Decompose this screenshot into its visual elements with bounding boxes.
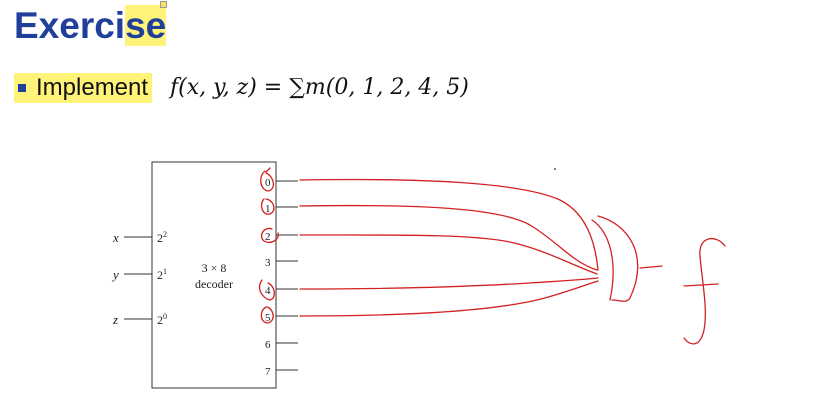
output-pin-6: 6 <box>265 339 271 351</box>
output-pin-4: 4 <box>265 285 271 297</box>
bullet-label: Implement <box>36 74 149 101</box>
input-var-y: y <box>111 267 119 282</box>
bullet-formula: f(x, y, z) = ∑m(0, 1, 2, 4, 5) <box>170 75 469 100</box>
handwritten-annotations <box>258 167 726 345</box>
circle-mark-2 <box>260 227 279 244</box>
or-gate-sketch <box>591 215 639 302</box>
output-pin-1: 1 <box>265 203 271 215</box>
decoder-box <box>151 161 277 389</box>
slide-title: Exercise <box>14 4 167 48</box>
wire-output-0 <box>299 178 599 271</box>
decoder-name-size: 3 × 8 <box>202 261 227 275</box>
input-pin-1: 21 <box>157 267 167 282</box>
input-var-x: x <box>112 230 119 245</box>
output-f-letter <box>683 237 726 345</box>
cursor-marker-icon <box>160 1 167 8</box>
stray-dot <box>554 168 556 170</box>
wire-output-1 <box>299 204 598 271</box>
title-highlight: se <box>125 5 167 46</box>
input-var-z: z <box>112 312 118 327</box>
circle-mark-1 <box>260 198 275 215</box>
bullet-item: Implement <box>14 73 153 103</box>
output-pin-0: 0 <box>265 177 271 189</box>
input-pin-2: 22 <box>157 230 167 245</box>
output-pin-7: 7 <box>265 366 271 378</box>
wire-output-4 <box>299 277 599 290</box>
decoder-name-label: decoder <box>195 277 233 291</box>
input-pin-0: 20 <box>157 312 167 327</box>
output-f-crossbar <box>683 283 719 287</box>
output-pin-2: 2 <box>265 231 271 243</box>
wire-output-2 <box>299 234 598 275</box>
circle-mark-5 <box>260 306 274 324</box>
circle-mark-4 <box>258 279 275 301</box>
or-gate-output-line <box>639 265 663 269</box>
wire-output-5 <box>299 280 599 317</box>
output-pin-5: 5 <box>265 312 271 324</box>
title-text: Exerci <box>14 5 126 46</box>
bullet-square-icon <box>18 84 26 92</box>
output-pin-3: 3 <box>265 257 271 269</box>
circle-mark-0 <box>260 167 275 192</box>
